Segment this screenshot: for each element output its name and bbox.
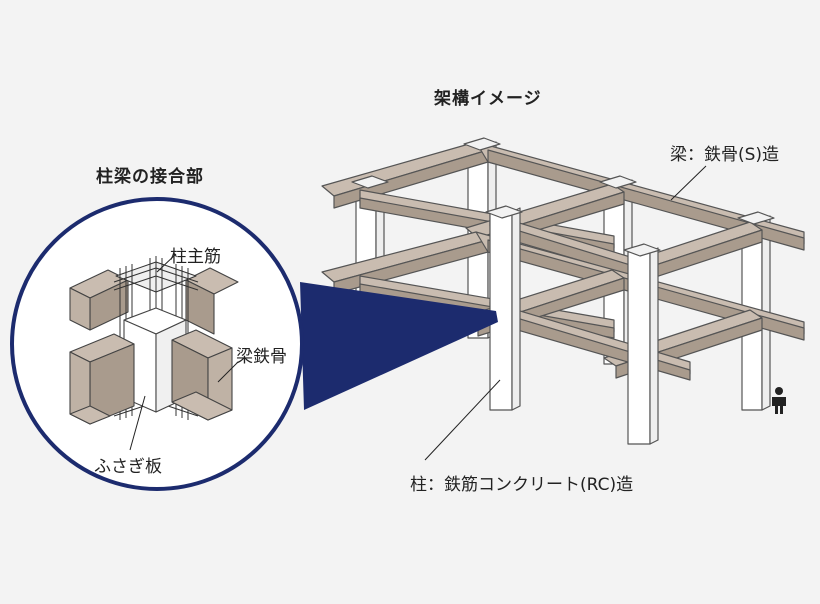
person-icon (772, 387, 786, 414)
structure-image-title: 架構イメージ (434, 89, 542, 109)
column-main-rebar-label: 柱主筋 (170, 247, 221, 267)
beam-steel-frame-label: 梁鉄骨 (236, 347, 287, 367)
callout-circle (10, 197, 304, 491)
beam-leader-line (670, 165, 707, 201)
front-columns (489, 207, 659, 445)
column-caps (351, 137, 775, 257)
column-rc-label: 柱：鉄筋コンクリート(RC)造 (410, 475, 634, 495)
structure-frame (321, 137, 805, 445)
callout-connector (300, 282, 498, 410)
column-leader-line (424, 379, 501, 461)
beam-steel-s-label: 梁：鉄骨(S)造 (670, 145, 780, 165)
joint-title: 柱梁の接合部 (96, 167, 204, 187)
upper-beams (321, 141, 805, 291)
joint-detail (10, 197, 304, 491)
diaphragm-plate-label: ふさぎ板 (94, 457, 162, 477)
